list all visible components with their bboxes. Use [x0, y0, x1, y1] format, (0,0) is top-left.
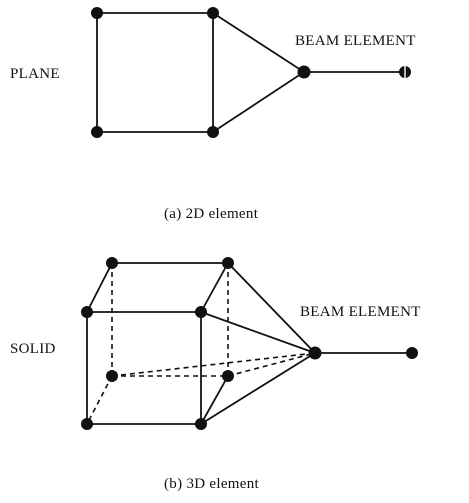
- node-beam-start-2d: [297, 65, 311, 79]
- node-cube-back-top-left: [106, 257, 118, 269]
- node-plane-top-left: [91, 7, 103, 19]
- node-plane-bottom-right: [207, 126, 219, 138]
- beam-element-label-3d: BEAM ELEMENT: [300, 304, 421, 320]
- node-cube-front-bottom-right: [195, 418, 207, 430]
- node-cube-back-bottom-left: [106, 370, 118, 382]
- diagram-2d: [91, 7, 411, 138]
- solid-label: SOLID: [10, 341, 56, 357]
- node-cube-back-bottom-right: [222, 370, 234, 382]
- link-top-to-beam: [212, 12, 305, 73]
- node-cube-front-top-right: [195, 306, 207, 318]
- cube-depth-bottom-right: [200, 375, 229, 425]
- node-plane-bottom-left: [91, 126, 103, 138]
- cube-depth-top-left: [86, 262, 113, 313]
- caption-2d: (a) 2D element: [164, 206, 259, 222]
- beam-element-label-2d: BEAM ELEMENT: [295, 33, 416, 49]
- caption-3d: (b) 3D element: [164, 476, 259, 492]
- node-cube-front-top-left: [81, 306, 93, 318]
- node-beam-end-2d: [399, 66, 411, 78]
- link-back-bottom-left-to-beam: [111, 352, 316, 377]
- cube-depth-top-right: [200, 262, 229, 313]
- link-back-bottom-right-to-beam: [227, 352, 316, 377]
- node-beam-start-3d: [308, 346, 322, 360]
- node-cube-front-bottom-left: [81, 418, 93, 430]
- node-beam-end-3d: [406, 347, 418, 359]
- link-back-top-right-to-beam: [227, 262, 316, 354]
- link-bottom-to-beam: [212, 71, 305, 133]
- link-front-top-right-to-beam: [200, 311, 316, 354]
- cube-depth-bottom-left: [86, 375, 113, 425]
- plane-label: PLANE: [10, 66, 60, 82]
- diagram-3d: [81, 257, 418, 430]
- node-plane-top-right: [207, 7, 219, 19]
- link-front-bottom-right-to-beam: [200, 352, 316, 425]
- node-cube-back-top-right: [222, 257, 234, 269]
